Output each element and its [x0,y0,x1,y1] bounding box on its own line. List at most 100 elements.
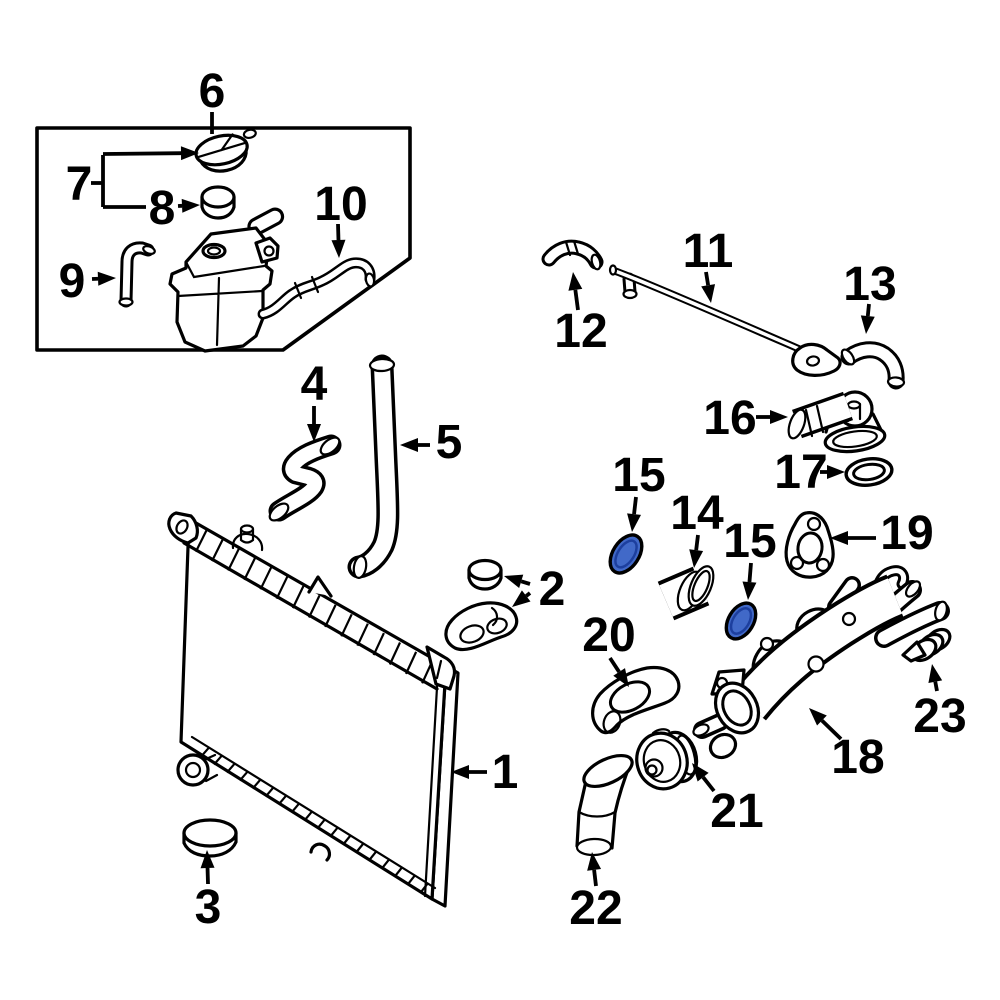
leader-line [592,869,598,887]
radiator-hatch-line [316,818,326,830]
leader-line [694,534,700,551]
radiator-fin-hatch [200,746,429,894]
part-15-oring-highlighted-b [724,601,758,641]
callout-arrowhead [307,424,321,442]
callout-arrowhead [181,198,200,213]
radiator-hatch-line [324,604,337,628]
part-3-drain-plug [182,818,238,858]
part-22-water-inlet-pipe [575,753,634,857]
callout-arrowhead [331,239,346,258]
leader-line [704,271,711,286]
callout-arrowhead [827,465,845,479]
radiator-hatch-line [368,850,378,862]
radiator-core-ribs [194,529,434,684]
radiator-hatch-line [329,826,339,838]
part-18-water-pipe-assembly [692,565,950,760]
part-17-oring [844,457,894,487]
callout-13: 13 [843,258,896,311]
radiator-hatch-line [259,566,273,590]
callout-8: 8 [149,182,176,235]
callout-arrowhead [512,590,531,607]
part-19-gasket [784,511,835,579]
callout-15: 15 [612,449,665,502]
callout-18: 18 [831,731,884,784]
callout-arrowhead [400,438,418,452]
callout-7: 7 [66,158,93,211]
radiator-hatch-line [290,802,300,814]
radiator-hatch-line [308,595,321,618]
part-9-overflow-hose [118,241,156,308]
leader-line [608,656,621,673]
part-21-thermostat [635,728,699,791]
callout-6: 6 [199,65,226,118]
part-23-plug [901,627,952,663]
leader-line [520,579,531,586]
part-10-reservoir-hose [257,257,376,320]
callout-arrowhead [587,852,602,871]
radiator-hatch-line [251,778,262,790]
callout-arrowhead [568,272,583,291]
radiator-hatch-line [264,786,275,798]
part-16-water-outlet [787,390,887,454]
callout-17: 17 [774,446,827,499]
callout-21: 21 [710,785,763,838]
radiator-hatch-line [340,613,353,637]
callout-12: 12 [554,305,607,358]
callout-23: 23 [913,690,966,743]
callout-arrowhead [830,531,848,545]
part-1-radiator [167,511,460,908]
leader-line [865,303,871,317]
callout-arrowhead [627,513,641,532]
leader-line [747,562,753,583]
radiator-hatch-line [213,754,223,766]
radiator-hatch-line [277,794,288,806]
leader-line [573,289,580,311]
radiator-hatch-line [227,548,240,572]
callout-arrowhead [180,146,199,161]
leader-line [820,719,843,741]
radiator-hatch-line [393,866,403,878]
callout-arrowhead [613,668,629,687]
callout-arrowhead [692,763,709,782]
callout-11: 11 [683,225,734,278]
callout-22: 22 [569,882,622,935]
callout-arrowhead [504,574,524,588]
radiator-hatch-line [226,762,236,774]
callout-arrowhead [809,708,827,726]
part-8-cap [200,185,236,220]
leader-line [525,591,532,598]
part-13-hose [840,341,906,390]
callout-arrowhead [742,581,757,600]
callout-2: 2 [539,563,566,616]
radiator-hatch-line [342,834,352,846]
radiator-hatch-line [211,538,224,562]
leader-line [102,151,182,156]
callout-arrowhead [928,664,943,683]
part-14-hose-sleeve [657,565,715,621]
radiator-hatch-line [239,770,249,782]
radiator-hatch-line [372,632,385,656]
callout-arrowhead [97,271,116,286]
part-5-hose [347,354,400,579]
part-12-hose [541,239,604,271]
radiator-hatch-line [303,810,313,822]
callout-arrowhead [770,410,788,424]
radiator-hatch-line [419,882,429,894]
part-6-reservoir-cap [194,128,257,173]
callout-20: 20 [582,609,635,662]
callout-19: 19 [880,507,933,560]
radiator-hatch-line [194,529,208,553]
radiator-hatch-line [404,651,418,675]
radiator-hatch-line [406,874,416,886]
callout-4: 4 [301,358,328,411]
leader-line [632,496,638,515]
callout-9: 9 [59,255,86,308]
callout-10: 10 [314,178,367,231]
callout-arrowhead [451,765,469,779]
part-15-oring-highlighted-a [608,533,644,575]
callout-15: 15 [723,515,776,568]
radiator-hatch-line [200,746,210,758]
